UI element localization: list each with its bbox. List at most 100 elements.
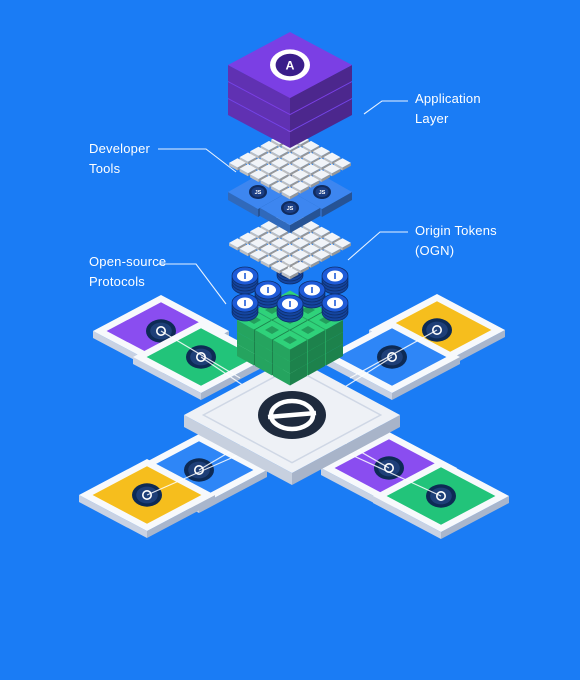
block-top-face	[313, 238, 330, 248]
block-left-face	[302, 157, 311, 165]
badge-glyph: A	[286, 58, 295, 72]
grid-tile	[271, 261, 288, 274]
block-left-face	[323, 237, 332, 245]
platform-inner-border	[201, 366, 383, 464]
leader-line	[158, 263, 227, 305]
block-right-face	[300, 186, 309, 194]
block-left-face	[260, 260, 269, 268]
block-left-face	[260, 237, 269, 245]
block-right-face	[300, 266, 309, 274]
block-top-face	[313, 146, 330, 156]
block-right-face	[290, 191, 299, 200]
block-right-face	[300, 174, 309, 182]
block-right-face	[237, 162, 246, 171]
phone-connector	[344, 451, 442, 497]
block-right-face	[300, 242, 309, 251]
block-top-face	[229, 238, 246, 248]
badge-core	[251, 186, 265, 198]
block-left-face	[271, 174, 280, 182]
block-top-face	[239, 164, 257, 174]
grid-tile	[271, 158, 288, 171]
grid-tile	[250, 226, 267, 239]
block-left-face	[271, 254, 280, 262]
block-top-face	[302, 175, 320, 185]
grid-tile	[271, 238, 288, 251]
block-right-face	[300, 254, 309, 262]
block-left-face	[292, 242, 301, 251]
origin-token-icon	[231, 293, 259, 322]
block-left-face	[237, 332, 254, 354]
block-right-face	[308, 342, 325, 364]
block-right-face	[321, 174, 330, 182]
block-right-face	[308, 354, 325, 376]
block-left-face	[281, 271, 290, 280]
block-left-face	[281, 260, 290, 268]
block-right-face	[342, 162, 351, 171]
block-top-face	[271, 238, 288, 248]
grid-tile	[229, 158, 246, 171]
block-top-face	[250, 158, 267, 168]
origin-tokens-label: Origin Tokens (OGN)	[415, 221, 497, 261]
grid-tile	[250, 249, 267, 262]
grid-tile	[313, 226, 330, 239]
block-top-face	[239, 152, 257, 162]
block-left-face	[292, 266, 301, 274]
grid-tile	[271, 226, 288, 239]
grid-tile	[334, 238, 351, 251]
phone-right-edge	[199, 470, 267, 513]
block-right-face	[258, 254, 267, 262]
block-left-face	[255, 330, 272, 352]
block-right-face	[342, 242, 351, 251]
block-right-face	[290, 180, 299, 188]
block-left-face	[292, 174, 301, 182]
block-left-face	[250, 151, 259, 159]
grid-tile	[250, 146, 267, 159]
block-right-face	[290, 99, 352, 148]
block-left-face	[250, 174, 259, 182]
application-label-line1: Application	[415, 91, 481, 106]
block-left-face	[302, 260, 311, 268]
phone-connector	[160, 330, 241, 379]
block-left-face	[281, 180, 290, 188]
grid-tile	[260, 175, 278, 188]
block-top-face	[271, 169, 288, 179]
cube-mark	[265, 326, 279, 334]
block-top-face	[334, 238, 351, 248]
block-left-face	[292, 162, 301, 171]
block-right-face	[300, 139, 309, 148]
block-top-face	[302, 255, 320, 265]
block-top-face	[260, 164, 278, 174]
logo-bar	[267, 410, 317, 420]
block-left-face	[313, 231, 322, 239]
phone-left-edge	[133, 357, 201, 400]
block-top-face	[271, 261, 288, 271]
badge-symbol	[142, 489, 153, 500]
grid-tile	[281, 152, 299, 165]
grid-tile	[313, 146, 330, 159]
block-top-face	[239, 232, 257, 242]
block-left-face	[273, 340, 290, 362]
block-top-face	[292, 249, 309, 259]
grid-tile	[229, 238, 246, 251]
js-icon: JS	[249, 184, 267, 200]
block-top-face	[281, 164, 299, 174]
block-right-face	[290, 82, 352, 131]
block-top-face	[281, 232, 299, 242]
block-right-face	[269, 260, 278, 268]
block-left-face	[255, 354, 272, 376]
block-right-face	[258, 174, 267, 182]
badge-core	[283, 202, 297, 214]
block-left-face	[237, 344, 254, 366]
block-right-face	[322, 192, 352, 217]
block-left-face	[271, 266, 280, 274]
label-leader-lines	[158, 100, 408, 305]
block-left-face	[250, 231, 259, 239]
block-top-face	[302, 140, 320, 151]
block-right-face	[321, 231, 330, 239]
block-left-face	[260, 208, 290, 233]
grid-tile	[302, 175, 320, 188]
block-right-face	[290, 65, 352, 114]
phone-left-edge	[373, 496, 441, 539]
block-left-face	[228, 192, 258, 217]
